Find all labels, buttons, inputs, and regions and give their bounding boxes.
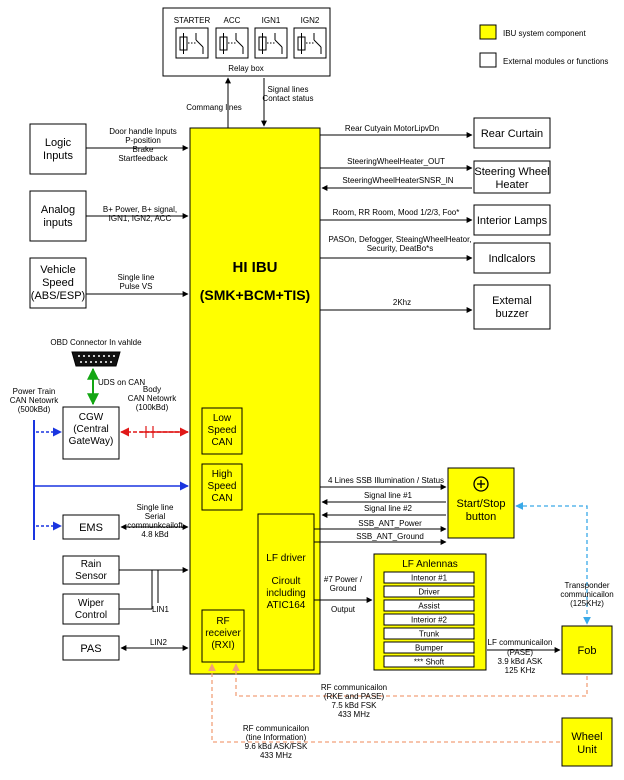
hi-ibu-title: HI IBU [233, 259, 278, 276]
lf-antenna-item: Bumper [415, 644, 443, 653]
rf-tire-label: RF communicailon(tine Information)9.6 kB… [243, 724, 309, 760]
rear-curtain-label: Rear Curtain [481, 128, 543, 140]
cgw-box [62, 406, 120, 460]
lf-antenna-item: Assist [418, 602, 440, 611]
lf-antenna-item: Intenor #1 [411, 574, 448, 583]
rear-curtain-box [473, 117, 551, 149]
ssb-signal-line-1: Signal line #1 [364, 491, 413, 500]
relay-ign2: IGN2 [293, 16, 327, 59]
relay-ign1: IGN1 [254, 16, 288, 59]
wiper-control-box [62, 593, 120, 625]
steering-wheel-heater-sensor-signal: SteeringWheelHeaterSNSR_IN [342, 176, 453, 185]
lf-antenna-item: Driver [418, 588, 440, 597]
interior-lamps-box [473, 204, 551, 236]
uds-on-can-label: UDS on CAN [98, 378, 145, 387]
rf-tire-link [208, 663, 560, 743]
external-buzzer-box [473, 284, 551, 330]
indicators-label: Indlcalors [488, 253, 536, 265]
ssb-signal-line-2: Signal line #2 [364, 504, 413, 513]
legend-external-swatch [479, 52, 497, 68]
lin1-label: LIN1 [152, 605, 169, 614]
pas-label: PAS [80, 643, 101, 655]
svg-text:IGN2: IGN2 [301, 16, 320, 25]
steering-wheel-heater-box [473, 160, 551, 194]
rf-rke-label: RF communicailon(RKE and PASE)7.5 kBd FS… [321, 683, 387, 719]
pas-box [62, 635, 120, 661]
lf-antenna-item: *** Shoft [414, 658, 445, 667]
interior-lamps-label: Interior Lamps [477, 215, 548, 227]
steering-wheel-heater-out-signal: SteeringWheelHeater_OUT [347, 157, 445, 166]
analog-inputs-signals: B+ Power, B+ signal,IGN1, IGN2, ACC [103, 205, 177, 223]
low-speed-can-block [201, 407, 243, 455]
start-stop-button-box [447, 467, 515, 539]
relay-starter: STARTER [174, 16, 211, 59]
legend-ibu-label: IBU system component [503, 29, 586, 38]
wheel-unit-box [561, 717, 613, 767]
obd-connector-icon [71, 351, 121, 367]
svg-text:STARTER: STARTER [174, 16, 211, 25]
ssb-ant-ground-signal: SSB_ANT_Ground [356, 532, 424, 541]
lf-antenna-list: Intenor #1 Driver Assist Interior #2 Tru… [383, 571, 475, 668]
obd-connector-label: OBD Connector In vahlde [50, 338, 142, 347]
svg-text:IGN1: IGN1 [262, 16, 281, 25]
logic-inputs-box [29, 123, 87, 175]
relay-box-title: Relay box [228, 64, 264, 73]
fob-label: Fob [578, 645, 597, 657]
lin2-label: LIN2 [150, 638, 167, 647]
lf-antenna-item: Trunk [419, 630, 440, 639]
start-stop-icon [473, 476, 489, 492]
ssb-ant-power-signal: SSB_ANT_Power [358, 519, 422, 528]
indicators-box [473, 242, 551, 274]
indicators-signals: PASOn, Defogger, SteaingWheelHeator,Secu… [328, 235, 471, 253]
rear-curtain-signal: Rear Cutyain MotorLipvDn [345, 124, 439, 133]
hi-ibu-subtitle: (SMK+BCM+TIS) [200, 287, 310, 303]
ssb-illumination-signal: 4 Lines SSB Illumination / Status [328, 476, 444, 485]
ems-label: EMS [79, 522, 103, 534]
lf-antenna-item: Interior #2 [411, 616, 448, 625]
ems-box [62, 514, 120, 540]
legend-external-label: External modules or functions [503, 57, 608, 66]
svg-text:ACC: ACC [224, 16, 241, 25]
interior-lamps-signal: Room, RR Room, Mood 1/2/3, Foo* [333, 208, 460, 217]
rf-rke-link [232, 663, 588, 697]
transponder-link [515, 502, 591, 625]
high-speed-can-block [201, 463, 243, 511]
rf-receiver-block [201, 609, 245, 663]
analog-inputs-box [29, 190, 87, 242]
rain-sensor-box [62, 555, 120, 585]
fob-box [561, 625, 613, 675]
lf-driver-block [257, 513, 315, 671]
lf-antennas-title: LF Anlennas [402, 559, 458, 570]
relay-acc: ACC [215, 16, 249, 59]
legend-ibu-swatch [479, 24, 497, 40]
external-buzzer-signal: 2Khz [393, 298, 411, 307]
command-lines-label: Commang lines [186, 103, 242, 112]
vehicle-speed-box [29, 257, 87, 309]
